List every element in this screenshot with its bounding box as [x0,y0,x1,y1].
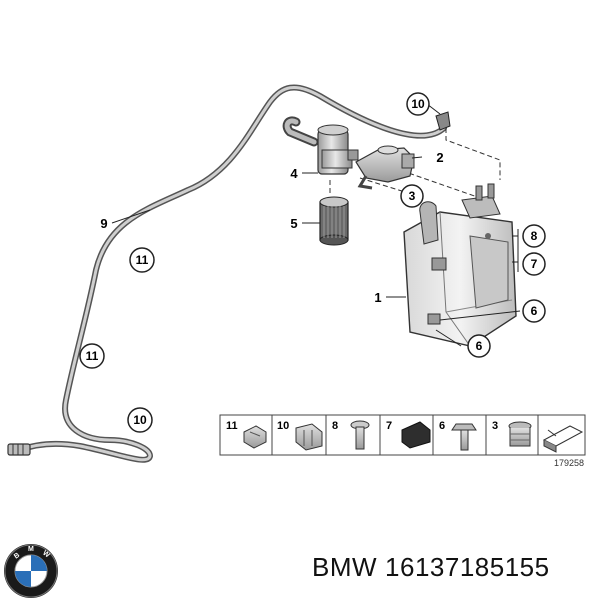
fuel-line-hose [17,84,447,463]
svg-text:W: W [41,550,51,560]
strip-cell-11: 11 [226,420,267,449]
grommet-icon [508,421,532,447]
drawing-number: 179258 [554,458,584,468]
hose-clamp-icon [243,425,267,449]
svg-text:3: 3 [492,420,498,432]
svg-text:10: 10 [411,97,425,111]
purge-valve-part-4 [282,116,359,175]
svg-text:3: 3 [409,189,416,203]
strip-cell-10: 10 [277,420,323,451]
callout-3: 3 [400,184,424,208]
svg-text:10: 10 [133,413,147,427]
parts-strip: 11 10 8 7 [219,414,586,468]
brand-name: BMW [312,552,378,582]
svg-text:11: 11 [86,349,99,363]
callout-11-upper: 11 [129,247,155,273]
svg-text:8: 8 [531,229,538,243]
double-clip-icon [295,423,323,451]
callout-6-right: 6 [522,299,546,323]
callout-10-bottom: 10 [127,407,153,433]
hex-bolt-icon [451,423,477,451]
strip-cell-8: 8 [332,420,370,450]
canister-part-1 [403,183,517,347]
svg-text:5: 5 [290,216,297,231]
arrow-direction-icon [542,425,584,453]
callout-5: 5 [290,216,297,231]
svg-text:6: 6 [439,420,445,432]
svg-text:7: 7 [386,420,392,432]
strip-cell-6: 6 [439,420,477,451]
callout-1: 1 [374,290,381,305]
svg-text:7: 7 [531,257,538,271]
svg-text:M: M [28,546,34,553]
svg-text:2: 2 [436,150,443,165]
svg-text:4: 4 [290,166,298,181]
strip-cell-7: 7 [386,420,431,449]
svg-text:6: 6 [531,304,538,318]
svg-text:B: B [13,552,21,561]
callout-6-lower: 6 [467,334,491,358]
svg-text:1: 1 [374,290,381,305]
filter-part-5 [319,196,349,246]
strip-cell-3: 3 [492,420,532,447]
callout-7: 7 [522,252,546,276]
svg-text:9: 9 [100,216,107,231]
svg-text:11: 11 [226,420,238,432]
callout-9: 9 [100,216,107,231]
rubber-buffer-icon [401,421,431,449]
svg-text:6: 6 [476,339,483,353]
callout-4: 4 [290,166,298,181]
svg-text:11: 11 [136,253,149,267]
callout-2: 2 [436,150,443,165]
hose-end-connector [7,443,31,456]
part-number: 16137185155 [385,552,550,582]
bolt-icon [350,420,370,450]
bmw-logo: B M W [4,544,58,598]
callout-10-top: 10 [406,92,430,116]
callout-8: 8 [522,224,546,248]
hose-clip-top [435,111,451,131]
svg-text:10: 10 [277,420,289,432]
valve-unit-part-2 [355,145,415,190]
callout-11-lower: 11 [79,343,105,369]
svg-text:8: 8 [332,420,338,432]
